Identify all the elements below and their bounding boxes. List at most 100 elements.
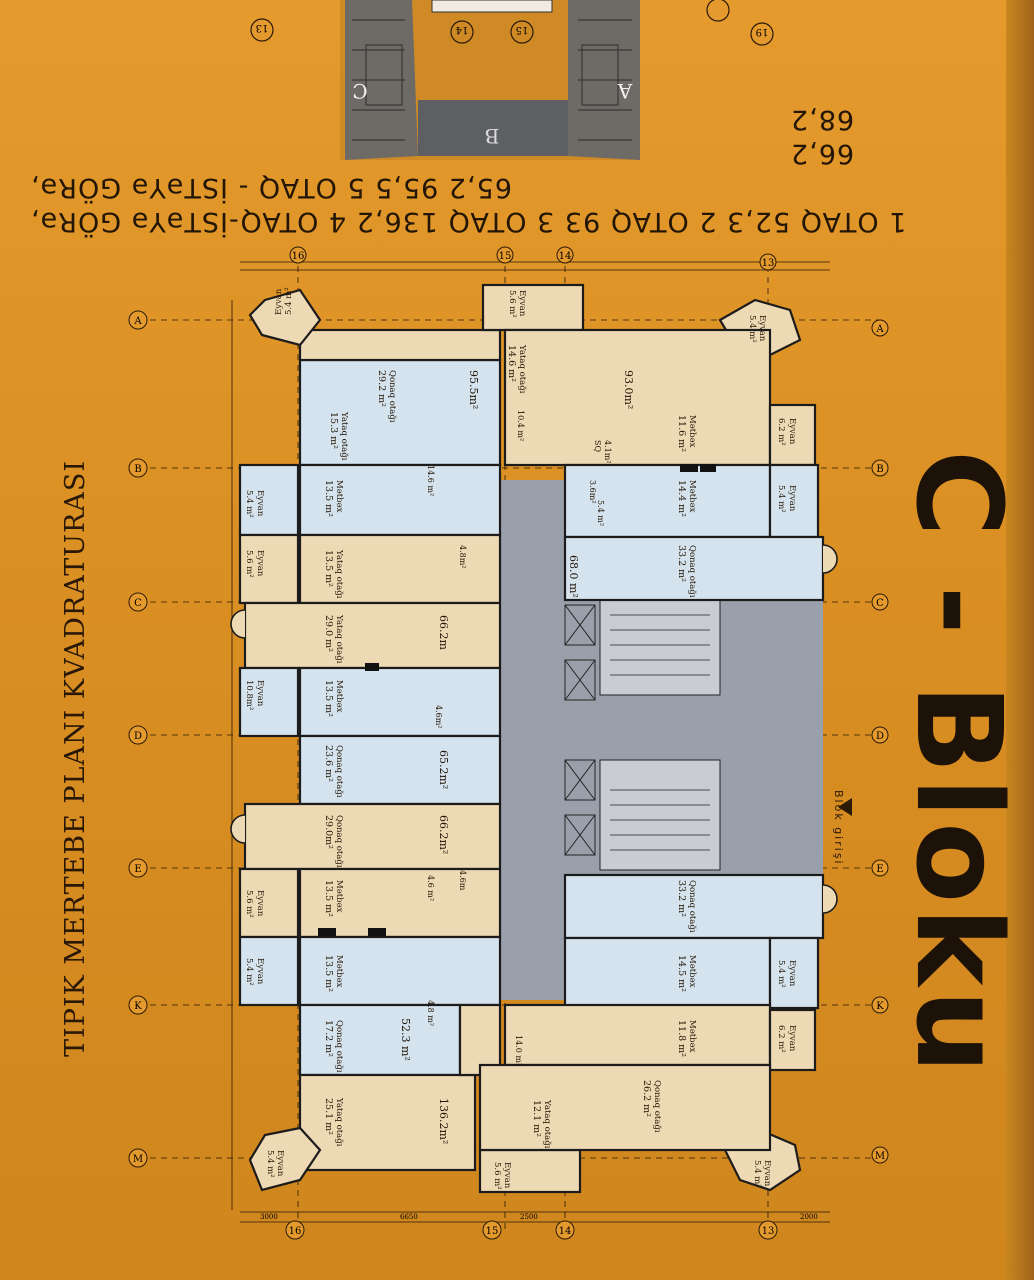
axis-13-bottom: 13 — [762, 1226, 775, 1237]
room-20-area: 5.6 m² — [492, 1162, 502, 1190]
room-16-area: 13.5 m² — [323, 955, 334, 992]
room-15-name: Eyvan — [255, 958, 265, 985]
mini-axis-14: 14 — [456, 24, 469, 35]
small-4-8: 4.8 m² — [426, 1000, 435, 1026]
axis-16-top: 16 — [292, 251, 305, 262]
room-30-name: Mətbəx — [687, 480, 697, 513]
room-35-area: 5.6 m² — [507, 290, 517, 318]
entrance-arrow-icon — [838, 798, 852, 816]
room-34-name: Yataq otağı — [517, 344, 528, 394]
room-5-area: 13.5 m² — [323, 480, 334, 517]
room-13-area: 5.6 m² — [244, 890, 254, 918]
room-2-name: Qonaq otağı — [387, 370, 398, 423]
axis-labels: A B C D E K M A B C D E K M 16 15 14 13 … — [133, 251, 885, 1237]
room-29-area: 33.2 m² — [676, 545, 687, 582]
axis-b-right: B — [876, 464, 883, 475]
axis-16-bottom: 16 — [289, 1226, 302, 1237]
room-33-name: Eyvan — [787, 418, 797, 445]
axis-b-left: B — [134, 464, 141, 475]
axis-c-right: C — [876, 598, 884, 609]
room-36-name: Eyvan — [757, 315, 767, 342]
room-28-area: 33.2 m² — [676, 880, 687, 917]
axis-e-left: E — [134, 864, 141, 875]
block-title: C - Bloku — [890, 450, 1028, 1078]
axis-k-left: K — [134, 1001, 142, 1012]
room-33-area: 6.2 m² — [776, 418, 786, 446]
room-22-name: Qonaq otağı — [652, 1080, 663, 1133]
room-5-name: Mətbəx — [334, 480, 344, 513]
axis-k-right: K — [876, 1001, 884, 1012]
total-66-2-a: 66.2m — [437, 615, 450, 650]
room-32-name: Mətbəx — [687, 415, 697, 448]
axis-bubbles — [128, 246, 889, 1240]
axis-d-left: D — [134, 731, 142, 742]
small-5-4: 5.4 m² — [596, 500, 605, 526]
total-52-3: 52.3 m² — [399, 1018, 412, 1061]
axis-15-top: 15 — [499, 251, 512, 262]
room-3-area: 15.3 m² — [328, 412, 339, 449]
room-14-name: Mətbəx — [334, 880, 344, 913]
room-35-name: Eyvan — [517, 290, 527, 317]
small-4-8b: 4.8m² — [458, 545, 467, 569]
room-26-name: Mətbəx — [687, 955, 697, 988]
room-17-name: Qonaq otağı — [334, 1020, 345, 1073]
room-4-name: Eyvan — [255, 490, 265, 517]
room-11-area: 23.6 m² — [323, 745, 334, 782]
room-25-name: Eyvan — [787, 1025, 797, 1052]
room-17-area: 17.2 m² — [323, 1020, 334, 1057]
building-footprint — [230, 283, 838, 1194]
room-18-area: 25.1 m² — [323, 1098, 334, 1135]
dim-3: 2500 — [520, 1213, 538, 1221]
room-3-name: Yataq otağı — [339, 411, 350, 461]
room-29-name: Qonaq otağı — [687, 545, 698, 598]
room-30-area: 14.4 m² — [676, 480, 687, 517]
room-23-area: 5.4 m² — [752, 1160, 762, 1188]
room-21-name: Yataq otağı — [542, 1099, 553, 1149]
room-34-area: 14.6 m² — [506, 345, 517, 382]
room-27-area: 5.4 m² — [776, 960, 786, 988]
room-2-area: 29.2 m² — [376, 370, 387, 407]
room-6-area: 5.6 m² — [244, 550, 254, 578]
room-8-name: Yataq otağı — [334, 614, 345, 664]
room-9-name: Eyvan — [255, 680, 265, 707]
room-25-area: 6.2 m² — [776, 1025, 786, 1053]
total-93-0: 93.0m² — [622, 370, 635, 409]
small-3-6: 3.6m² — [588, 480, 597, 504]
room-21-area: 12.1 m² — [531, 1100, 542, 1137]
axis-a-left: A — [133, 316, 142, 327]
small-14-6: 14.6 m² — [426, 465, 435, 496]
room-18-name: Yataq otağı — [334, 1097, 345, 1147]
room-26-area: 14.5 m² — [676, 955, 687, 992]
room-9-area: 10.8m² — [244, 680, 254, 710]
room-12-area: 29.0m² — [323, 815, 334, 849]
room-1-area: 5.4 m² — [284, 287, 294, 315]
room-20-name: Eyvan — [502, 1162, 512, 1189]
room-15-area: 5.4 m² — [244, 958, 254, 986]
small-14-0: 14.0 m² — [514, 1035, 523, 1066]
room-14-area: 13.5 m² — [323, 880, 334, 917]
mini-axis-19: 19 — [756, 26, 769, 37]
axis-d-right: D — [876, 731, 884, 742]
mini-axis-13: 13 — [256, 22, 269, 33]
small-10-4: 10.4 m² — [516, 410, 525, 441]
axis-14-bottom: 14 — [559, 1226, 572, 1237]
mini-block-b: B — [485, 124, 500, 148]
axis-a-right: A — [875, 324, 884, 335]
small-sq-1: SQ — [593, 440, 602, 452]
room-36-area: 5.4 m² — [747, 315, 757, 343]
room-7-name: Yataq otağı — [334, 549, 345, 599]
axis-e-right: E — [876, 864, 883, 875]
dim-2: 6650 — [400, 1213, 418, 1221]
room-23-name: Eyvan — [762, 1160, 772, 1187]
total-95-5: 95.5m² — [467, 370, 480, 409]
axis-13-top: 13 — [762, 258, 775, 269]
room-7-area: 13.5 m² — [323, 550, 334, 587]
room-31-area: 5.4 m² — [776, 485, 786, 513]
entrance-label: Blok girişi — [832, 790, 845, 866]
room-27-name: Eyvan — [787, 960, 797, 987]
room-31-name: Eyvan — [787, 485, 797, 512]
small-4-1: 4.1m² — [603, 440, 612, 464]
room-24-name: Mətbəx — [687, 1020, 697, 1053]
